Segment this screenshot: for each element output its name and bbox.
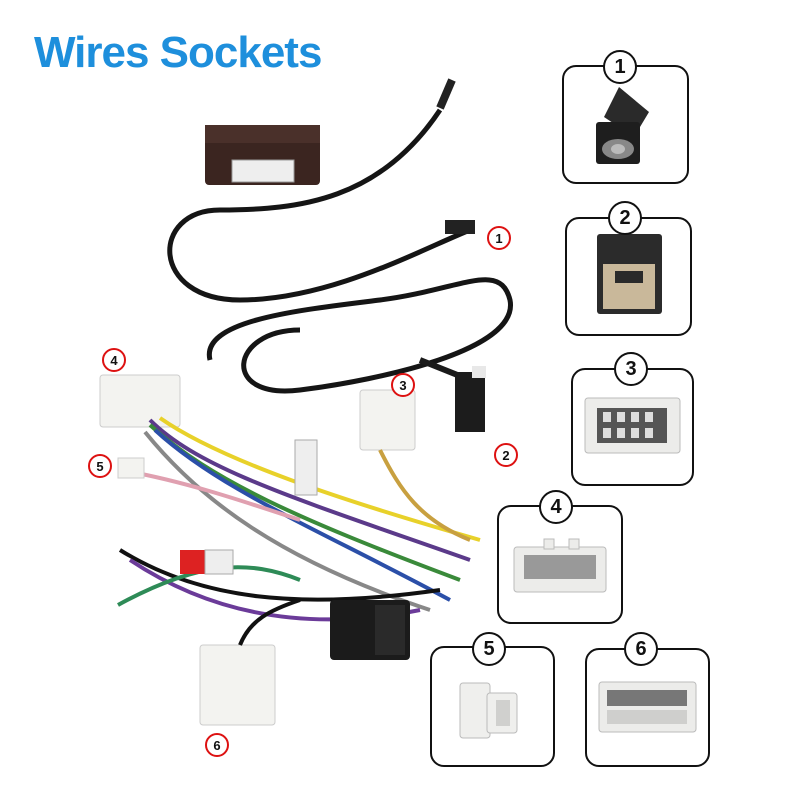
small-white-plug-icon [459, 682, 518, 739]
page-title: Wires Sockets [34, 28, 322, 77]
white-large-pin-connector-icon [598, 681, 697, 733]
panel-badge-1: 1 [603, 50, 637, 84]
panel-badge-6: 6 [624, 632, 658, 666]
connector-panel-5 [430, 646, 555, 767]
converter-module-top [205, 125, 320, 185]
white-wide-pin-connector-icon [513, 538, 607, 593]
callout-2: 2 [494, 443, 518, 467]
connector-panel-4 [497, 505, 623, 624]
panel-badge-5: 5 [472, 632, 506, 666]
converter-module-bottom [330, 600, 410, 660]
callout-4: 4 [102, 348, 126, 372]
connector-panel-2 [565, 217, 692, 336]
mini-connector-icon [597, 234, 662, 314]
white-multi-pin-connector-icon [584, 397, 681, 454]
callout-6: 6 [205, 733, 229, 757]
callout-1: 1 [487, 226, 511, 250]
callout-5: 5 [88, 454, 112, 478]
connector-panel-6 [585, 648, 710, 767]
panel-badge-4: 4 [539, 490, 573, 524]
panel-badge-2: 2 [608, 201, 642, 235]
fakra-antenna-connector-icon [596, 87, 649, 164]
connector-panel-3 [571, 368, 694, 486]
callout-3: 3 [391, 373, 415, 397]
connector-panel-1 [562, 65, 689, 184]
panel-badge-3: 3 [614, 352, 648, 386]
